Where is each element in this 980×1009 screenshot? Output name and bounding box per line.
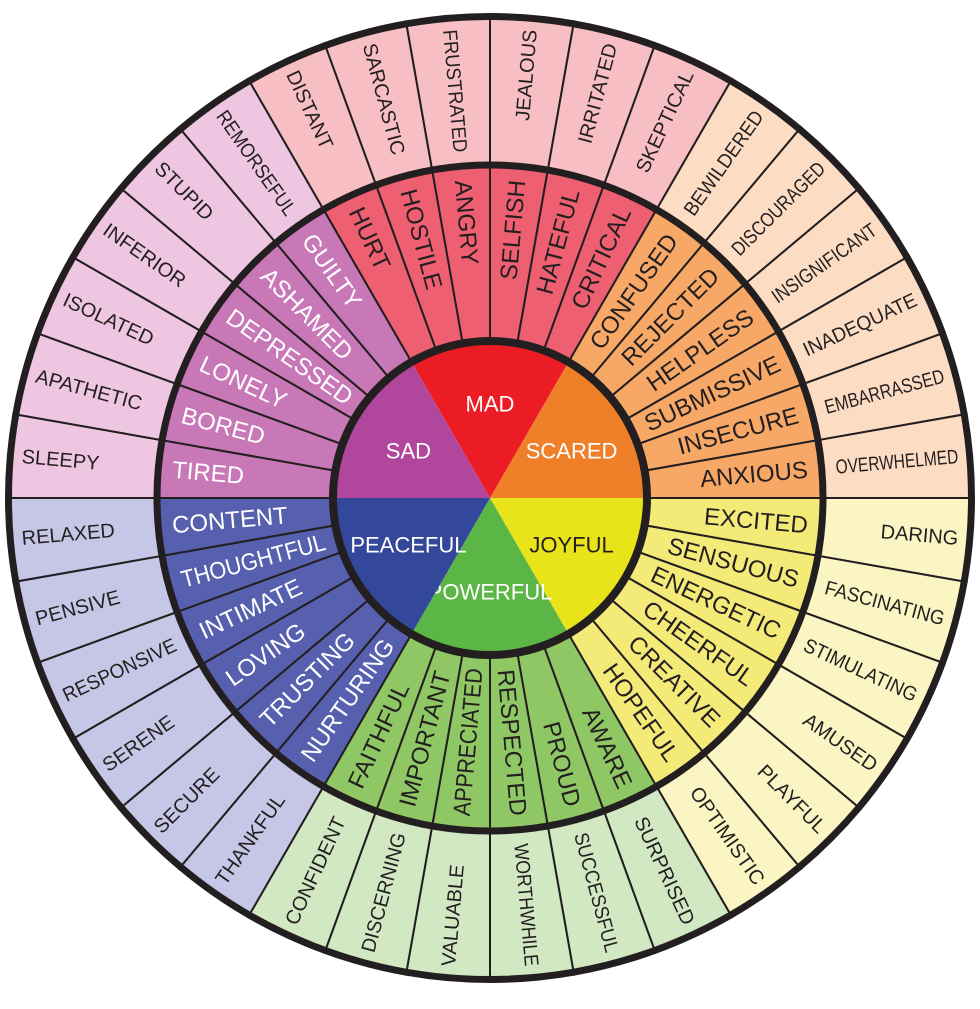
core-segment-powerful	[411, 498, 569, 655]
core-ring: MAD SCARED JOYFUL POWERFUL PEACEFUL SAD	[333, 340, 647, 655]
inner-border	[329, 337, 651, 659]
core-label-mad: MAD	[466, 391, 515, 416]
core-label-scared: SCARED	[526, 438, 618, 463]
middle-border	[153, 161, 827, 835]
middle-label-tired: TIRED	[171, 457, 245, 490]
core-label-sad: SAD	[386, 438, 431, 463]
core-segment-mad	[411, 340, 569, 498]
core-label-joyful: JOYFUL	[529, 533, 613, 558]
core-label-peaceful: PEACEFUL	[350, 533, 466, 558]
outer-border	[6, 14, 974, 982]
core-label-powerful: POWERFUL	[428, 580, 553, 605]
ring-borders	[6, 14, 974, 982]
